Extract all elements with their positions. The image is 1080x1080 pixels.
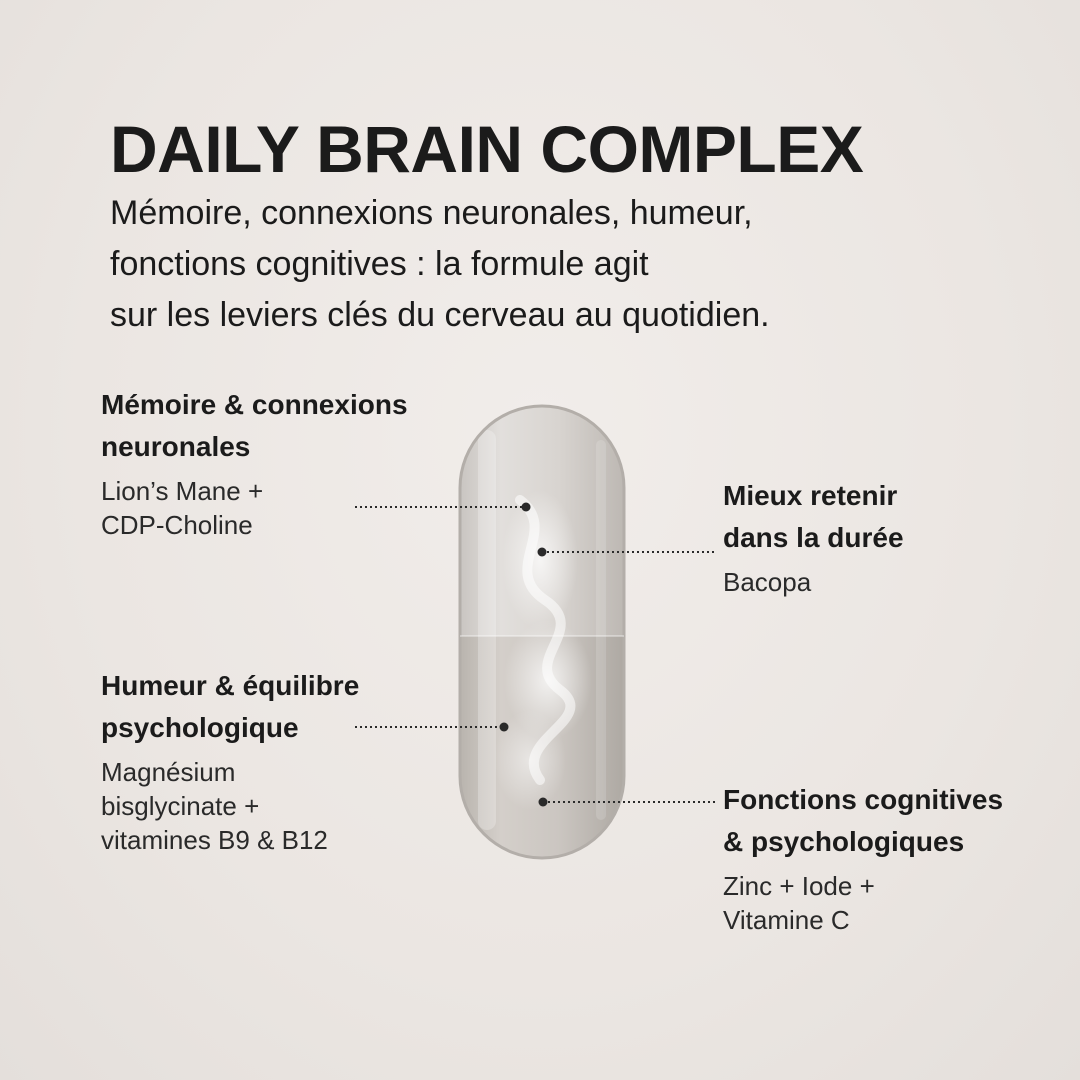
anchor-dot [521, 502, 531, 512]
ingredient-line: bisglycinate + [101, 791, 260, 821]
product-subtitle: Mémoire, connexions neuronales, humeur, … [110, 188, 1010, 341]
callout-heading: Mémoire & connexions neuronales [101, 384, 408, 468]
capsule-shell [460, 406, 624, 858]
anchor-dot [499, 722, 509, 732]
leader-lines [355, 506, 715, 803]
callout-retain: Mieux retenir dans la durée Bacopa [723, 475, 904, 599]
ingredient-line: vitamines B9 & B12 [101, 825, 328, 855]
ingredient-line: Lion’s Mane + [101, 476, 264, 506]
anchor-dot [537, 547, 547, 557]
subtitle-line: Mémoire, connexions neuronales, humeur, [110, 194, 753, 232]
callout-ingredients: Zinc + Iode + Vitamine C [723, 869, 1003, 937]
ingredient-line: Bacopa [723, 567, 812, 597]
subtitle-line: fonctions cognitives : la formule agit [110, 245, 649, 283]
callout-heading-line: dans la durée [723, 522, 904, 553]
anchor-dot [538, 797, 548, 807]
callout-mood: Humeur & équilibre psychologique Magnési… [101, 665, 359, 857]
callout-heading-line: Fonctions cognitives [723, 784, 1004, 815]
callout-heading-line: psychologique [101, 712, 299, 743]
callout-heading: Mieux retenir dans la durée [723, 475, 904, 559]
ingredient-line: Zinc + Iode + [723, 871, 875, 901]
callout-ingredients: Bacopa [723, 565, 904, 599]
callout-heading-line: & psychologiques [723, 826, 965, 857]
callout-cognitive: Fonctions cognitives & psychologiques Zi… [723, 779, 1003, 937]
callout-heading: Humeur & équilibre psychologique [101, 665, 359, 749]
callout-heading-line: Mémoire & connexions [101, 389, 408, 420]
callout-ingredients: Lion’s Mane + CDP-Choline [101, 474, 408, 542]
callout-ingredients: Magnésium bisglycinate + vitamines B9 & … [101, 755, 359, 857]
callout-memory: Mémoire & connexions neuronales Lion’s M… [101, 384, 408, 542]
subtitle-line: sur les leviers clés du cerveau au quoti… [110, 296, 770, 334]
callout-heading-line: Mieux retenir [723, 480, 898, 511]
callout-heading: Fonctions cognitives & psychologiques [723, 779, 1003, 863]
ingredient-line: Magnésium [101, 757, 236, 787]
ingredient-line: CDP-Choline [101, 510, 253, 540]
product-title: DAILY BRAIN COMPLEX [110, 112, 864, 186]
ingredient-line: Vitamine C [723, 905, 850, 935]
callout-heading-line: neuronales [101, 431, 251, 462]
callout-heading-line: Humeur & équilibre [101, 670, 360, 701]
